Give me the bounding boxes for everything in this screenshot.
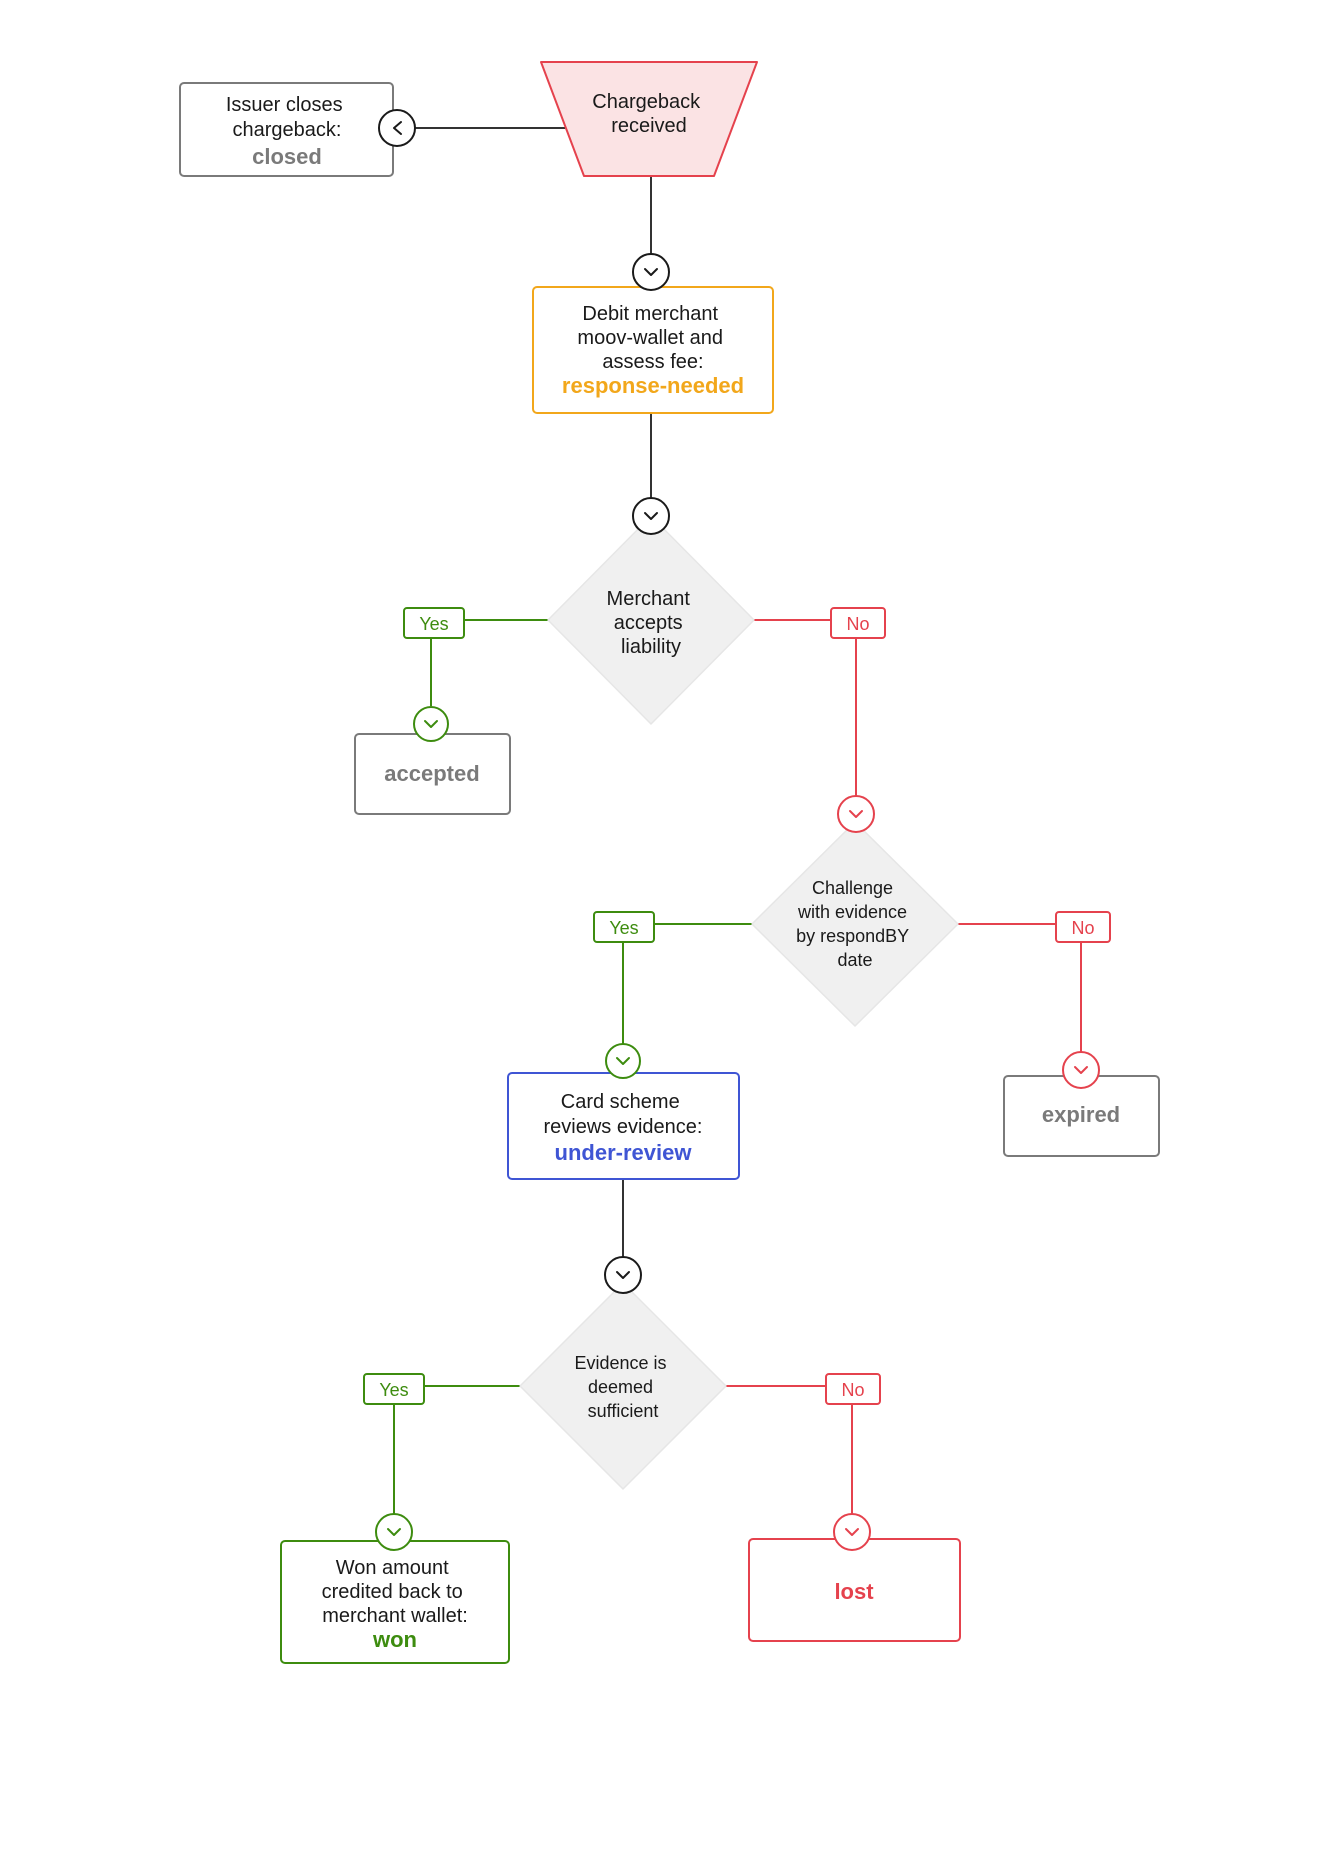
debit-line-2: moov-wallet and [577, 327, 723, 349]
chevron-down-icon [1062, 1051, 1100, 1089]
svg-text:Won amount credited back: Won amount credited back to merchant wal… [322, 1557, 469, 1627]
closed-line-2: chargeback: [233, 119, 342, 141]
connector-evidence-yes [393, 1385, 520, 1518]
closed-line-1: Issuer closes [226, 94, 343, 116]
chevron-down-icon [837, 795, 875, 833]
chevron-down-icon [632, 497, 670, 535]
node-issuer-closes: Issuer closes chargeback: closed [179, 82, 394, 177]
chevron-down-icon [604, 1256, 642, 1294]
liability-line-3: liability [621, 636, 681, 658]
chevron-left-icon [378, 109, 416, 147]
won-line-3: merchant wallet: [322, 1605, 468, 1627]
chevron-down-icon [833, 1513, 871, 1551]
edge-label-liability-no: No [830, 607, 886, 639]
connector-liability-no [754, 619, 857, 796]
debit-line-1: Debit merchant [582, 303, 718, 325]
svg-text:Yes: Yes [379, 1380, 408, 1400]
node-lost: lost [748, 1538, 961, 1642]
svg-text:Challenge with evidence: Challenge with evidence by respondBY dat… [796, 878, 914, 970]
start-trapezoid [540, 61, 758, 177]
status-response-needed: response-needed [562, 373, 744, 398]
review-line-1: Card scheme [561, 1091, 680, 1113]
svg-text:No: No [846, 614, 869, 634]
edge-label-liability-yes: Yes [403, 607, 465, 639]
chevron-down-icon [375, 1513, 413, 1551]
evidence-line-1: Evidence is [574, 1353, 666, 1373]
edge-label-evidence-yes: Yes [363, 1373, 425, 1405]
challenge-line-4: date [837, 950, 872, 970]
status-closed: closed [252, 144, 322, 169]
evidence-line-3: sufficient [588, 1401, 659, 1421]
decision-merchant-accepts-liability: Merchant accepts liability [547, 515, 755, 725]
svg-text:Yes: Yes [609, 918, 638, 938]
node-chargeback-received: Chargeback received [540, 61, 758, 177]
review-line-2: reviews evidence: [544, 1116, 703, 1138]
status-accepted: accepted [384, 761, 479, 786]
node-won: Won amount credited back to merchant wal… [280, 1540, 510, 1664]
edge-label-evidence-no: No [825, 1373, 881, 1405]
svg-text:No: No [1071, 918, 1094, 938]
evidence-line-2: deemed [588, 1377, 653, 1397]
svg-text:Merchant accepts l: Merchant accepts liability [607, 588, 696, 658]
challenge-line-2: with evidence [797, 902, 907, 922]
svg-text:No: No [841, 1380, 864, 1400]
chevron-down-icon [413, 706, 449, 742]
edge-label-challenge-yes: Yes [593, 911, 655, 943]
won-line-1: Won amount [336, 1557, 449, 1579]
start-line-1: Chargeback [592, 91, 701, 113]
challenge-line-1: Challenge [812, 878, 893, 898]
connector-evidence-no [726, 1385, 853, 1518]
connector-challenge-no [958, 923, 1082, 1052]
status-expired: expired [1042, 1102, 1120, 1127]
chevron-down-icon [632, 253, 670, 291]
liability-line-2: accepts [614, 612, 683, 634]
won-line-2: credited back to [322, 1581, 463, 1603]
svg-text:Debit merchant moov-wall: Debit merchant moov-wallet and assess fe… [577, 303, 728, 373]
svg-text:Yes: Yes [419, 614, 448, 634]
node-debit-merchant: Debit merchant moov-wallet and assess fe… [532, 286, 774, 414]
svg-text:Chargeback received: Chargeback received [592, 91, 705, 137]
edge-label-challenge-no: No [1055, 911, 1111, 943]
liability-line-1: Merchant [607, 588, 691, 610]
svg-text:Card scheme reviews evid: Card scheme reviews evidence: [544, 1091, 703, 1138]
status-under-review: under-review [555, 1140, 693, 1165]
svg-text:Issuer closes chargeback: Issuer closes chargeback: [226, 94, 348, 141]
status-lost: lost [834, 1579, 874, 1604]
status-won: won [372, 1627, 417, 1652]
challenge-line-3: by respondBY [796, 926, 909, 946]
node-expired: expired [1003, 1075, 1160, 1157]
decision-challenge-with-evidence: Challenge with evidence by respondBY dat… [751, 821, 959, 1027]
decision-evidence-sufficient: Evidence is deemed sufficient [519, 1282, 727, 1490]
svg-text:Evidence is deemed: Evidence is deemed sufficient [574, 1353, 671, 1421]
debit-line-3: assess fee: [602, 351, 703, 373]
node-accepted: accepted [354, 733, 511, 815]
node-card-scheme-review: Card scheme reviews evidence: under-revi… [507, 1072, 740, 1180]
start-line-2: received [611, 115, 687, 137]
chevron-down-icon [605, 1043, 641, 1079]
